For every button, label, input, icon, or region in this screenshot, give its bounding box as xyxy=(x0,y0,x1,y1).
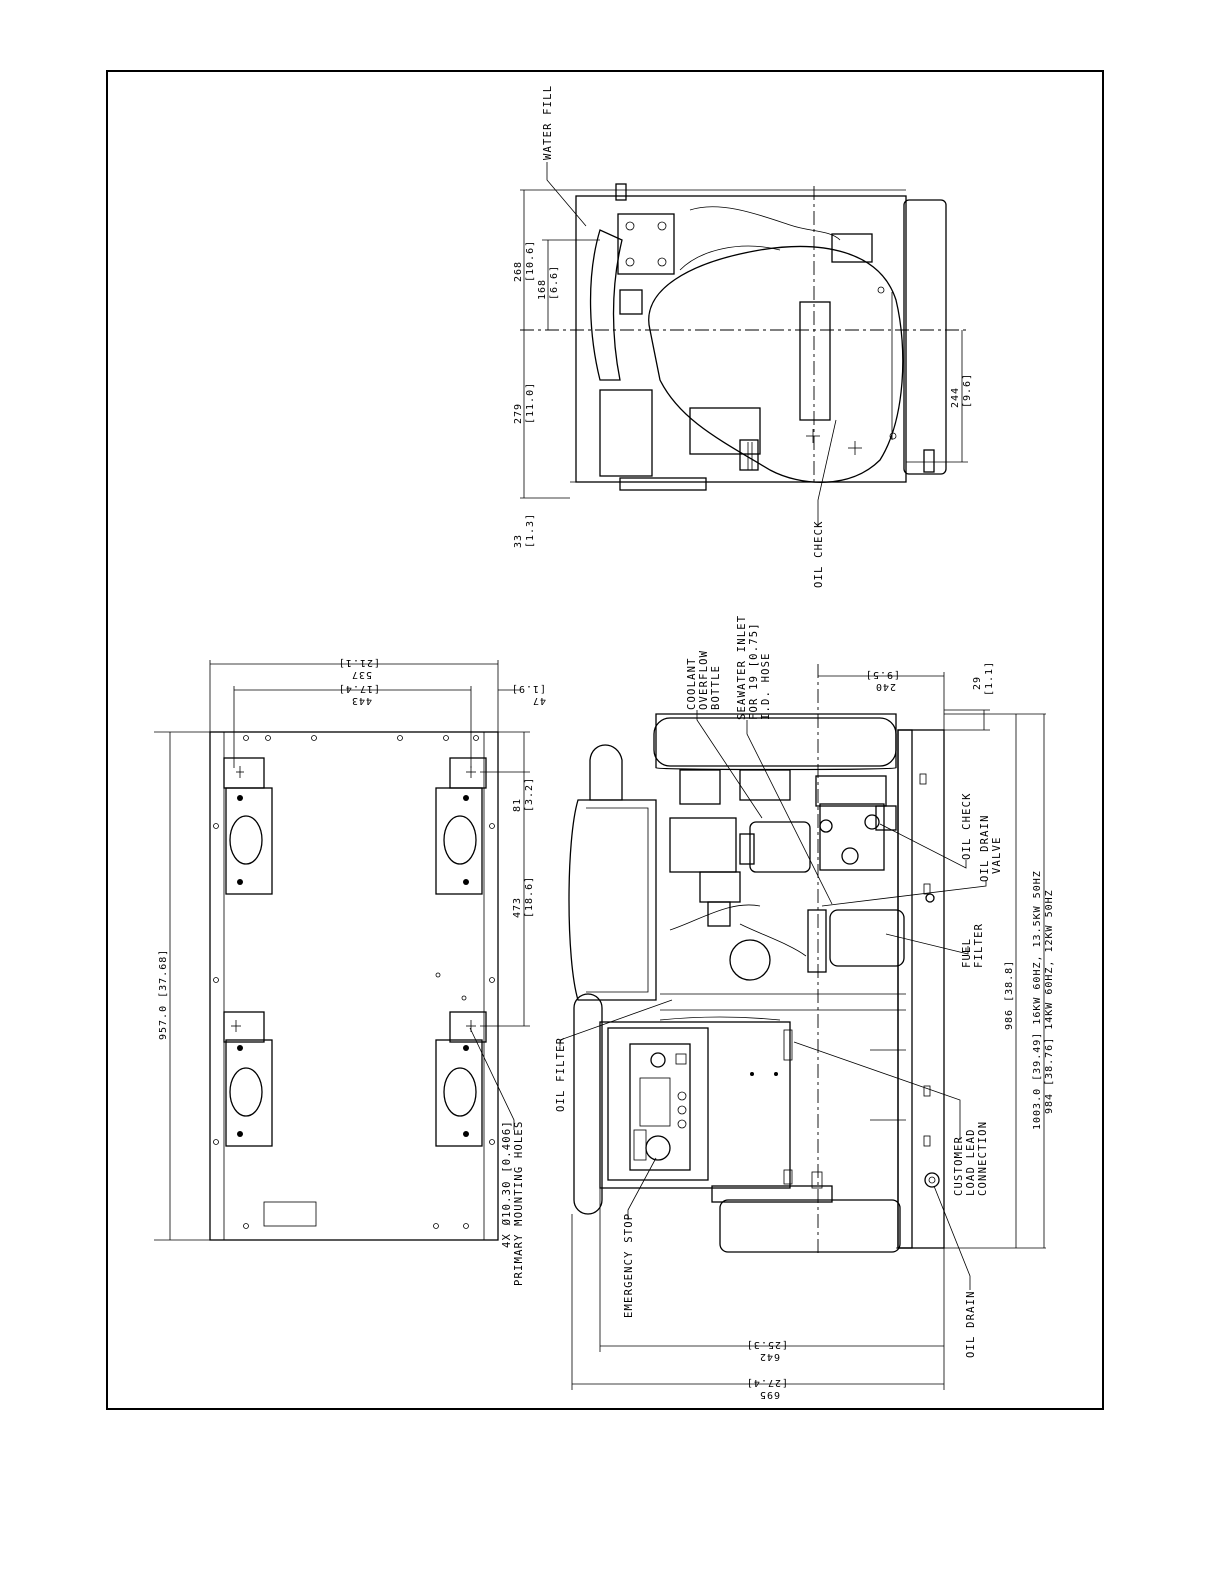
coolant-overflow-label-3: BOTTLE xyxy=(710,665,722,710)
mounting-holes-label-1: 4X Ø10.30 [0.406] xyxy=(501,1120,513,1248)
dim-268: 268 xyxy=(513,261,524,282)
dim-473: 473 xyxy=(512,897,523,918)
dim-33: 33 xyxy=(513,534,524,548)
dim-240: 240 xyxy=(875,681,896,692)
mount-bracket-bottom-right xyxy=(435,1011,487,1147)
water-fill-label: WATER FILL xyxy=(542,85,554,160)
dim-33-in: [1.3] xyxy=(525,513,536,548)
dim-695-in: [27.4] xyxy=(746,1377,788,1388)
dim-443-in: [17.4] xyxy=(338,683,380,694)
dim-695: 695 xyxy=(759,1389,780,1400)
dim-279-in: [11.0] xyxy=(525,382,536,424)
base-dimensions xyxy=(154,660,530,1241)
dim-642: 642 xyxy=(759,1351,780,1362)
side-dimensions xyxy=(571,672,1046,1390)
coolant-overflow-label-2: OVERFLOW xyxy=(698,650,710,710)
mount-bracket-top-left xyxy=(223,757,273,895)
customer-load-label-2: LOAD LEAD xyxy=(965,1128,977,1196)
emergency-stop-label: EMERGENCY STOP xyxy=(623,1213,635,1318)
dim-957: 957.0 [37.68] xyxy=(158,949,169,1040)
dim-537-in: [21.1] xyxy=(338,657,380,668)
coolant-overflow-label-1: COOLANT xyxy=(686,657,698,710)
callout-labels: WATER FILL OIL CHECK COOLANT OVERFLOW BO… xyxy=(501,85,1003,1358)
fuel-filter-label-1: FUEL xyxy=(961,938,973,968)
dim-537: 537 xyxy=(351,669,372,680)
mount-bracket-top-right xyxy=(435,757,487,895)
seawater-inlet-label-2: FOR 19 [0.75] xyxy=(748,622,760,720)
top-view xyxy=(520,183,966,491)
dimension-labels: 268 [10.6] 168 [6.6] 279 [11.0] 33 [1.3]… xyxy=(158,240,1055,1400)
dim-473-in: [18.6] xyxy=(524,876,535,918)
oil-check-side-label: OIL CHECK xyxy=(961,792,973,860)
top-dimensions xyxy=(520,189,968,499)
dim-279: 279 xyxy=(513,403,524,424)
base-plan-view xyxy=(209,731,499,1241)
dim-268-in: [10.6] xyxy=(525,240,536,282)
leader-lines xyxy=(469,162,987,1290)
fuel-filter-label-2: FILTER xyxy=(973,923,985,968)
dim-984: 984 [38.76] 14KW 60HZ, 12KW 50HZ xyxy=(1044,889,1055,1114)
customer-load-label-1: CUSTOMER xyxy=(953,1136,965,1196)
dim-168: 168 xyxy=(537,279,548,300)
dim-81: 81 xyxy=(512,798,523,812)
drawing-border xyxy=(106,70,1104,1410)
seawater-inlet-label-1: SEAWATER INLET xyxy=(736,615,748,720)
oil-drain-valve-label-1: OIL DRAIN xyxy=(979,814,991,882)
dim-244-in: [9.6] xyxy=(962,373,973,408)
dim-443: 443 xyxy=(351,695,372,706)
dim-642-in: [25.3] xyxy=(746,1339,788,1350)
customer-load-label-3: CONNECTION xyxy=(977,1121,989,1196)
dim-29: 29 xyxy=(972,676,983,690)
oil-filter-label: OIL FILTER xyxy=(555,1037,567,1112)
dim-168-in: [6.6] xyxy=(549,265,560,300)
oil-drain-label: OIL DRAIN xyxy=(965,1290,977,1358)
oil-drain-valve-label-2: VALVE xyxy=(991,836,1003,874)
dim-986: 986 [38.8] xyxy=(1004,960,1015,1030)
dim-1003: 1003.0 [39.49] 16KW 60HZ, 13.5KW 50HZ xyxy=(1032,870,1043,1130)
dim-29-in: [1.1] xyxy=(984,661,995,696)
oil-check-top-label: OIL CHECK xyxy=(813,520,825,588)
dim-47: 47 xyxy=(532,695,546,706)
dim-81-in: [3.2] xyxy=(524,777,535,812)
dim-47-in: [1.9] xyxy=(511,683,546,694)
mount-bracket-bottom-left xyxy=(223,1011,273,1147)
mounting-holes-label-2: PRIMARY MOUNTING HOLES xyxy=(513,1121,525,1286)
dim-244: 244 xyxy=(950,387,961,408)
dim-240-in: [9.5] xyxy=(865,669,900,680)
seawater-inlet-label-3: I.D. HOSE xyxy=(760,652,772,720)
